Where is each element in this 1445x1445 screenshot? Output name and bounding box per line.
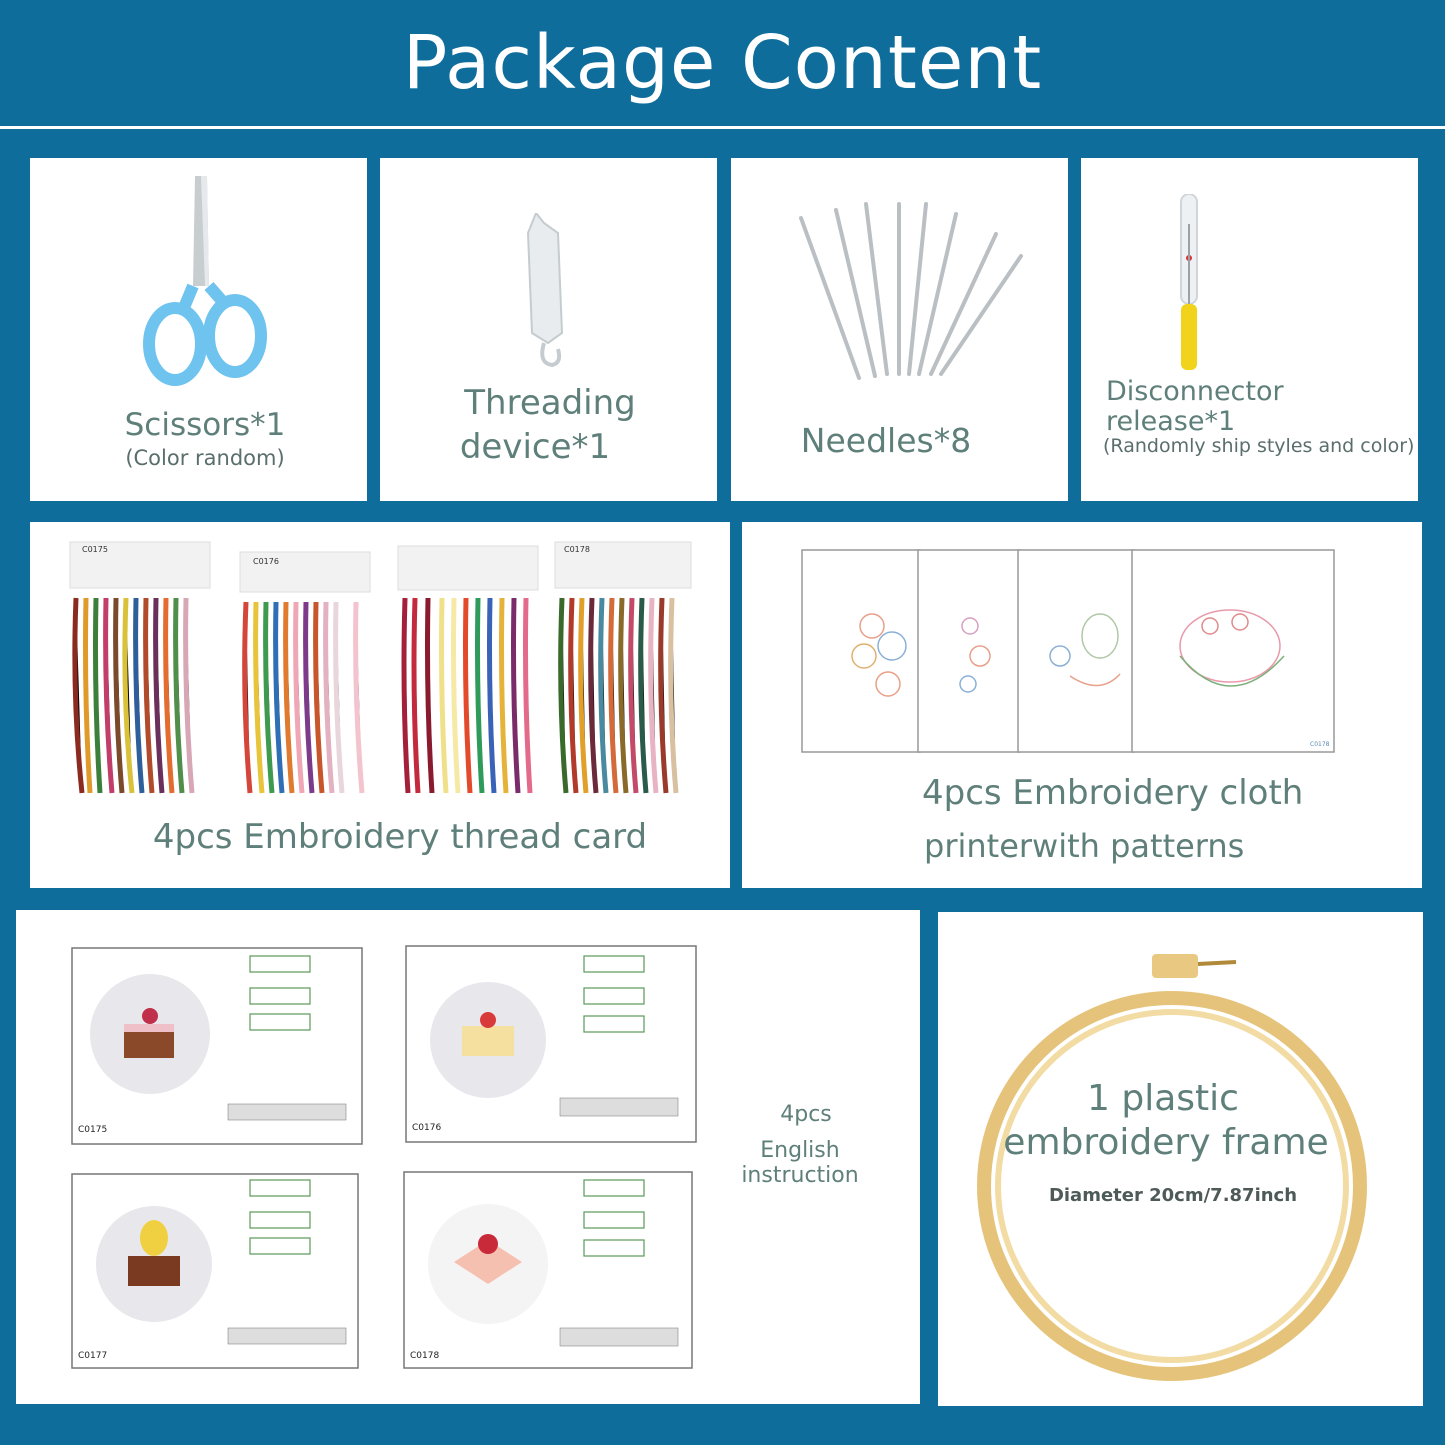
thread-cards-panel: C0175 C0176 C0178 4pcs Embroidery thread… [30,522,730,888]
thread-cards-label: 4pcs Embroidery thread card [152,817,648,857]
thread-cards-image: C0175 C0176 C0178 [69,541,692,794]
threader-label-line2: device*1 [459,427,611,467]
hoop-note: Diameter 20cm/7.87inch [1048,1185,1298,1206]
thread-card-code-1: C0175 [82,545,108,554]
cloth-label-line1: 4pcs Embroidery cloth [922,773,1304,813]
scissors-panel: Scissors*1 (Color random) [30,158,367,501]
instruction-sheets-image: C0175 C0176 C0177 C0178 [71,945,697,1369]
needles-panel: Needles*8 [731,158,1068,501]
scissors-icon [143,176,267,386]
needles-icon [799,202,1023,380]
instructions-label-line2: English instruction [741,1138,859,1189]
embroidery-cloth-image: C0178 [801,549,1335,753]
page-title: Package Content [402,20,1043,106]
ripper-label-line1: Disconnector [1106,376,1284,407]
scissors-label: Scissors*1 [124,407,286,443]
instructions-label-line1: 4pcs [780,1102,832,1127]
seam-ripper-icon [1180,194,1198,370]
instructions-panel: C0175 C0176 C0177 C0178 4pcs English ins… [16,910,920,1404]
needles-label: Needles*8 [800,421,972,460]
title-divider [0,126,1445,129]
instruction-code-4: C0178 [410,1351,439,1361]
ripper-label-line2: release*1 [1106,406,1236,437]
scissors-note: (Color random) [125,446,285,470]
hoop-label-line1: 1 plastic [1087,1078,1239,1119]
ripper-note: (Randomly ship styles and color) [1103,435,1415,457]
threader-label-line1: Threading [464,383,636,423]
hoop-label-line2: embroidery frame [1003,1122,1329,1163]
thread-card-code-4: C0178 [564,545,590,554]
threader-panel: Threading device*1 [380,158,717,501]
ripper-panel: Disconnector release*1 (Randomly ship st… [1081,158,1418,501]
cloth-label-line2: printerwith patterns [924,827,1245,865]
instruction-code-3: C0177 [78,1351,107,1361]
cloth-code: C0178 [1310,741,1330,748]
instruction-code-2: C0176 [412,1123,441,1133]
hoop-panel: 1 plastic embroidery frame Diameter 20cm… [938,912,1423,1406]
thread-card-code-2: C0176 [253,557,279,566]
cloth-panel: C0178 4pcs Embroidery cloth printerwith … [742,522,1422,888]
threader-icon [526,213,564,368]
embroidery-hoop-icon [977,954,1367,1381]
instruction-code-1: C0175 [78,1125,107,1135]
